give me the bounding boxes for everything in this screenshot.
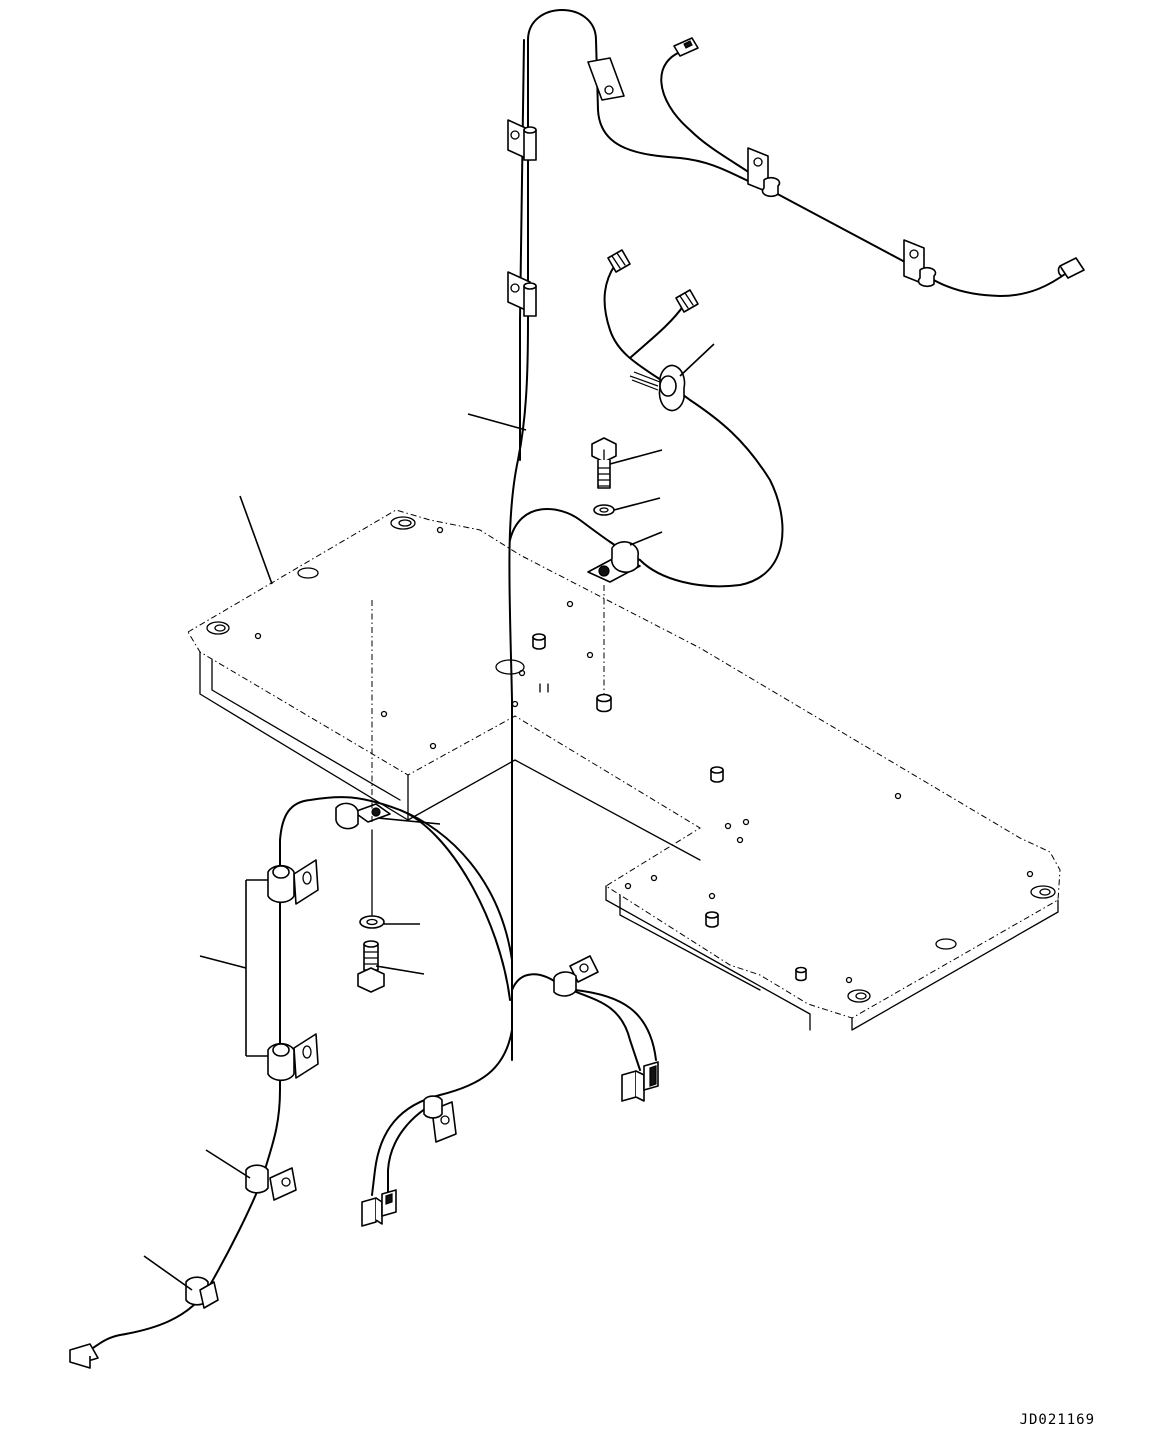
connector <box>70 38 1084 1368</box>
clamp <box>336 803 390 828</box>
washer <box>360 916 384 928</box>
drawing-reference-code: JD021169 <box>1019 1412 1095 1428</box>
grommet <box>630 365 685 410</box>
floor-plate <box>188 510 1060 1030</box>
bolt <box>358 941 384 992</box>
clamp <box>588 542 640 582</box>
clamp <box>268 860 318 1080</box>
leader-lines <box>144 344 714 1290</box>
bracket-line <box>246 880 268 1056</box>
washer <box>594 505 614 515</box>
clip <box>186 1165 296 1308</box>
main-harness <box>90 10 1068 1350</box>
clip <box>508 58 935 316</box>
bolt <box>592 438 616 488</box>
clip <box>424 956 598 1142</box>
